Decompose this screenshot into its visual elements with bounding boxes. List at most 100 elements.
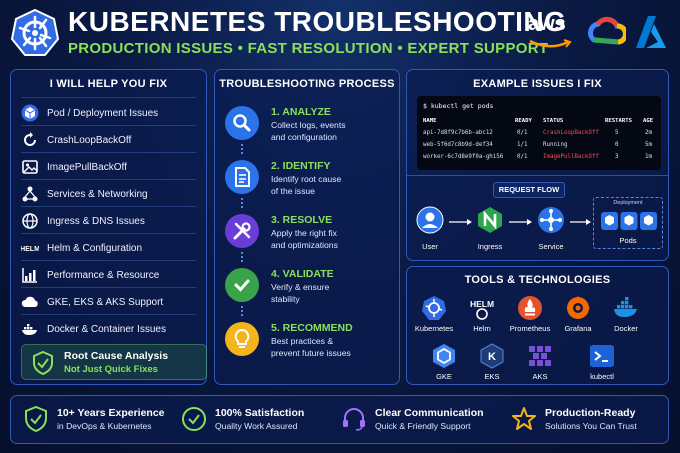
benefit-title: 100% Satisfaction [215, 407, 305, 419]
flow-node-user: User [415, 206, 445, 251]
fix-item-label: Ingress & DNS Issues [47, 215, 145, 227]
arrow-right-icon [449, 219, 472, 225]
network-icon [22, 186, 38, 202]
step-desc-line2: stability [271, 294, 300, 304]
pod-ready: 0/1 [517, 130, 528, 136]
step-title: 1. ANALYZE [271, 106, 331, 118]
step-title: 2. IDENTIFY [271, 160, 331, 172]
tool-grafana: Grafana [553, 295, 603, 333]
shield-check-icon [25, 406, 47, 432]
tool-prometheus: Prometheus [505, 295, 555, 333]
tool-label: AKS [532, 372, 548, 381]
flow-node-ingress: Ingress [475, 206, 505, 251]
flow-node-label: Pods [619, 236, 637, 245]
fix-item-performance: Performance & Resource [21, 264, 159, 286]
deployment-box: Deployment Pods [593, 197, 663, 249]
fix-item-label: ImagePullBackOff [47, 161, 127, 173]
terminal-icon [590, 345, 614, 367]
deployment-label: Deployment [613, 200, 643, 206]
tools-icon [225, 214, 259, 248]
image-icon [22, 160, 38, 174]
root-cause-callout: Root Cause Analysis Not Just Quick Fixes [21, 344, 207, 380]
pod-restarts: 0 [615, 142, 619, 148]
svg-text:K: K [488, 351, 496, 363]
kubernetes-icon [422, 296, 446, 320]
fix-item-label: Helm & Configuration [47, 242, 143, 254]
aws-logo-text: aws [528, 13, 566, 35]
azure-icon [636, 16, 666, 48]
arrow-right-icon [509, 219, 532, 225]
benefit-production: Production-Ready Solutions You Can Trust [511, 396, 661, 445]
tools-panel: TOOLS & TECHNOLOGIES Kubernetes HELM Hel… [406, 266, 669, 385]
step-title: 5. RECOMMEND [271, 322, 353, 334]
benefit-experience: 10+ Years Experience in DevOps & Kuberne… [23, 396, 173, 445]
cycle-icon [24, 132, 36, 146]
examples-panel-title: EXAMPLE ISSUES I FIX [473, 78, 602, 90]
docker-icon [22, 324, 37, 335]
eks-icon: K [480, 343, 504, 369]
pod-status: ImagePullBackOff [543, 154, 599, 160]
document-icon [225, 160, 259, 194]
fix-item-crashloop: CrashLoopBackOff [21, 129, 131, 151]
tool-label: Kubernetes [414, 324, 454, 333]
benefit-subtitle: Solutions You Can Trust [545, 421, 637, 431]
cube-icon [21, 104, 39, 122]
fix-item-label: CrashLoopBackOff [47, 134, 132, 146]
tool-label: Helm [473, 324, 491, 333]
fix-item-label: Services & Networking [47, 188, 148, 200]
aws-smile-icon [529, 39, 572, 48]
step-desc-line1: Identify root cause [271, 174, 342, 184]
pod-status: CrashLoopBackOff [543, 130, 599, 136]
fix-panel-title: I WILL HELP YOU FIX [49, 78, 168, 90]
step-title: 3. RESOLVE [271, 214, 333, 226]
fix-item-label: Docker & Container Issues [47, 323, 166, 335]
tool-label: kubectl [590, 372, 614, 381]
bulb-icon [225, 322, 259, 356]
kubernetes-logo-icon [10, 8, 60, 56]
tool-label: Grafana [564, 324, 592, 333]
benefit-communication: Clear Communication Quick & Friendly Sup… [341, 396, 491, 445]
fix-item-cloud: GKE, EKS & AKS Support [21, 291, 163, 313]
globe-icon [22, 213, 38, 229]
step-title: 4. VALIDATE [271, 268, 334, 280]
step-desc-line1: Verify & ensure [271, 282, 330, 292]
tool-docker: Docker [601, 295, 651, 333]
process-panel-title: TROUBLESHOOTING PROCESS [219, 78, 395, 90]
pods-icon [601, 212, 657, 230]
terminal-command: $ kubectl get pods [423, 102, 494, 110]
tool-aks: AKS [515, 343, 565, 381]
pod-ready: 0/1 [517, 154, 528, 160]
svg-text:HELM: HELM [470, 299, 494, 309]
step-desc-line1: Apply the right fix [271, 228, 337, 238]
tool-label: GKE [436, 372, 452, 381]
step-desc-line1: Collect logs, events [271, 120, 346, 130]
pod-age: 1m [645, 154, 652, 160]
benefit-subtitle: Quick & Friendly Support [375, 421, 471, 431]
page-subtitle: PRODUCTION ISSUES • FAST RESOLUTION • EX… [68, 40, 549, 57]
step-desc-line2: and optimizations [271, 240, 338, 250]
fix-item-imagepull: ImagePullBackOff [21, 156, 127, 178]
benefits-strip: 10+ Years Experience in DevOps & Kuberne… [10, 395, 669, 444]
tool-kubectl: kubectl [577, 343, 627, 381]
terminal-header: RESTARTS [605, 118, 632, 124]
page-title: KUBERNETES TROUBLESHOOTING [68, 6, 567, 37]
benefit-title: Production-Ready [545, 407, 636, 419]
shield-check-icon [33, 351, 53, 375]
tool-label: Docker [614, 324, 638, 333]
google-cloud-icon [588, 16, 626, 45]
fix-item-helm: HELM Helm & Configuration [21, 237, 142, 259]
fix-item-pod: Pod / Deployment Issues [21, 102, 158, 124]
benefit-title: 10+ Years Experience [57, 407, 165, 419]
tool-eks: K EKS [467, 343, 517, 381]
nginx-icon [478, 207, 502, 233]
flow-node-service: Service [535, 206, 567, 251]
pod-age: 2m [645, 130, 652, 136]
fix-item-label: Performance & Resource [47, 269, 160, 281]
tool-helm: HELM Helm [457, 295, 507, 333]
pod-name: api-7d8f9c7b6b-abc12 [423, 130, 493, 136]
pod-age: 5m [645, 142, 652, 148]
tool-kubernetes: Kubernetes [409, 295, 459, 333]
terminal-header: READY [515, 118, 532, 124]
magnifier-icon [225, 106, 259, 140]
cloud-icon [21, 296, 38, 307]
